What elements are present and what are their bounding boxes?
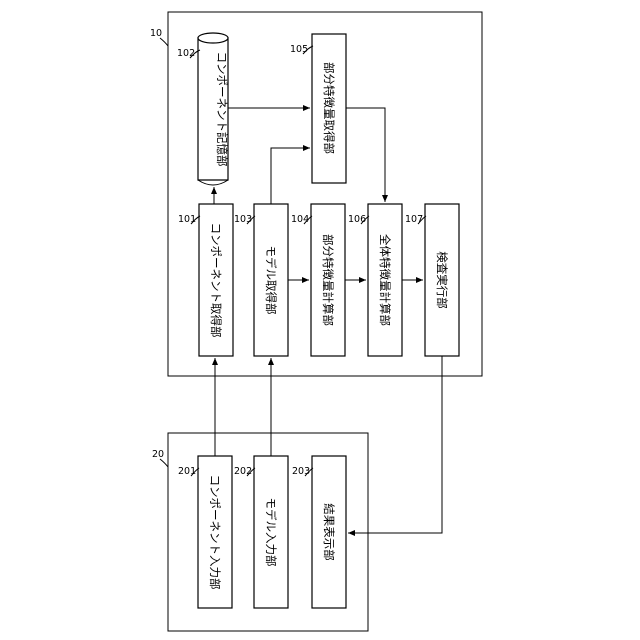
arrow-103-to-105 <box>271 148 310 204</box>
ref-104: 104 <box>291 214 309 225</box>
label-105: 部分特徴量取得部 <box>322 62 336 154</box>
ref-label-10: 10 <box>150 28 162 39</box>
ref-107: 107 <box>405 214 423 225</box>
ref-101: 101 <box>178 214 196 225</box>
label-102: コンポーネント記憶部 <box>215 52 229 167</box>
label-101: コンポーネント取得部 <box>209 223 223 338</box>
label-104: 部分特徴量計算部 <box>321 234 335 326</box>
ref-leader-20 <box>160 459 168 467</box>
ref-201: 201 <box>178 466 196 477</box>
ref-105: 105 <box>290 44 308 55</box>
label-202: モデル入力部 <box>264 498 278 567</box>
ref-label-20: 20 <box>152 449 164 460</box>
ref-106: 106 <box>348 214 366 225</box>
ref-103: 103 <box>234 214 252 225</box>
arrow-105-to-106 <box>346 108 385 202</box>
ref-202: 202 <box>234 466 252 477</box>
arrow-107-to-203 <box>348 356 442 533</box>
label-203: 結果表示部 <box>322 503 336 561</box>
ref-102: 102 <box>177 48 195 59</box>
label-201: コンポーネント入力部 <box>208 475 222 590</box>
ref-leader-10 <box>160 38 168 46</box>
label-107: 検査実行部 <box>435 251 449 309</box>
ref-203: 203 <box>292 466 310 477</box>
component-storage-cylinder: コンポーネント記憶部 <box>198 33 229 185</box>
label-103: モデル取得部 <box>264 246 278 315</box>
label-106: 全体特徴量計算部 <box>378 234 392 326</box>
